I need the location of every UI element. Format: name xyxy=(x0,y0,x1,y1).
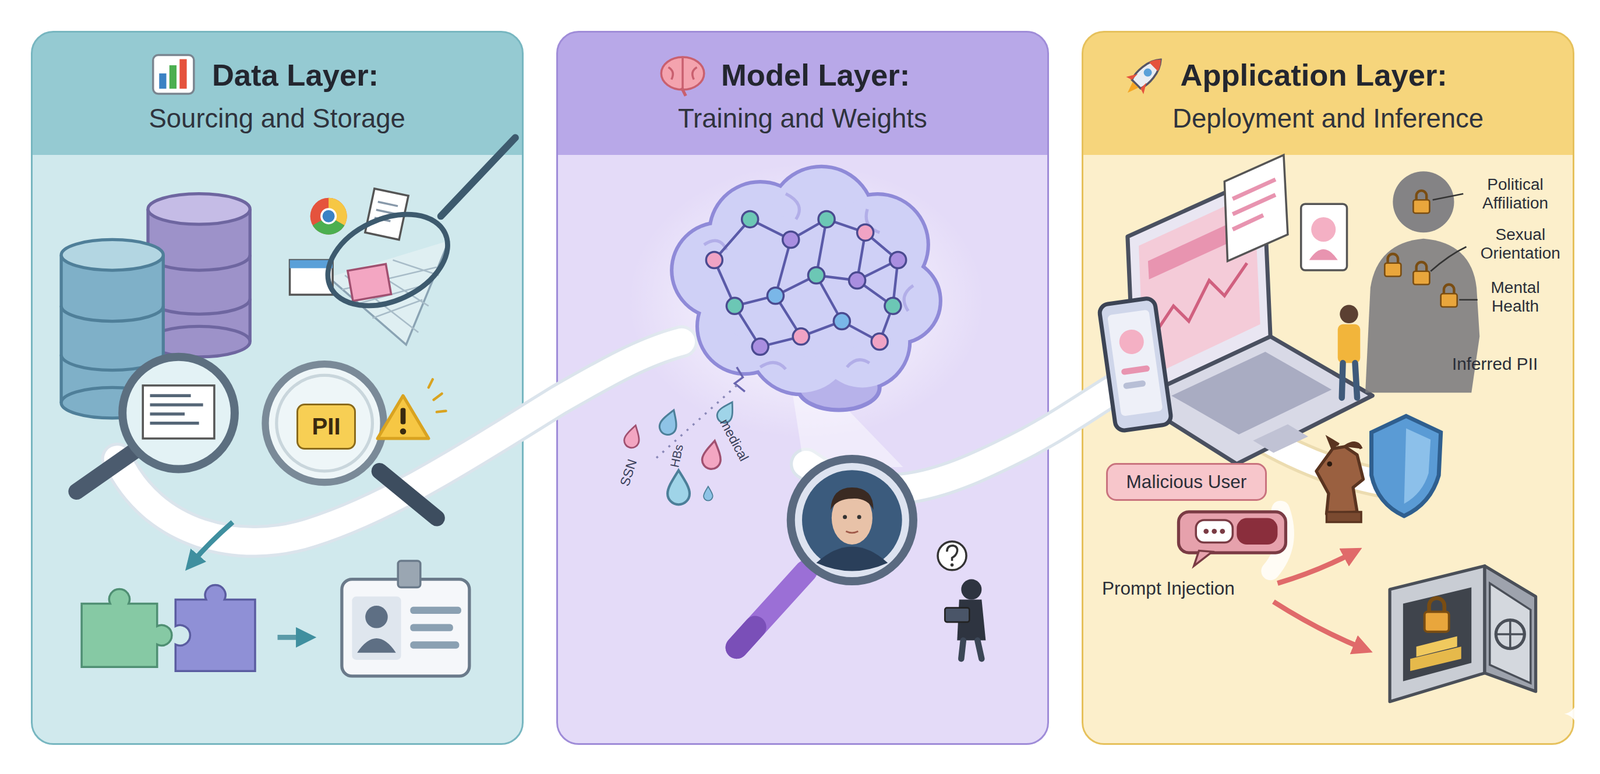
layer-subtitle: Sourcing and Storage xyxy=(32,103,522,134)
text-label: Inferred PII xyxy=(1452,354,1538,374)
node-text: Malicious User xyxy=(1126,471,1248,493)
layer-subtitle: Deployment and Inference xyxy=(1083,103,1573,134)
text-label: Political Affiliation xyxy=(1464,175,1567,213)
layer-subtitle: Training and Weights xyxy=(557,103,1048,134)
layer-panel: Model Layer: Training and Weights xyxy=(556,30,1049,745)
layer-title: Model Layer: xyxy=(721,57,910,93)
text-label: Prompt Injection xyxy=(1102,578,1235,599)
pii-badge: PII xyxy=(296,403,356,450)
node-text: PII xyxy=(311,413,341,441)
text-label: Mental Health xyxy=(1478,278,1553,316)
layer-panel: Application Layer: Deployment and Inferen… xyxy=(1081,30,1575,745)
text-label: Sexual Orientation xyxy=(1469,225,1572,263)
layer-title: Data Layer: xyxy=(212,57,379,93)
layer-panel: Data Layer: Sourcing and StoragePII xyxy=(30,30,524,745)
layer-title: Application Layer: xyxy=(1180,57,1447,93)
speech-bubble: Malicious User xyxy=(1106,463,1268,501)
